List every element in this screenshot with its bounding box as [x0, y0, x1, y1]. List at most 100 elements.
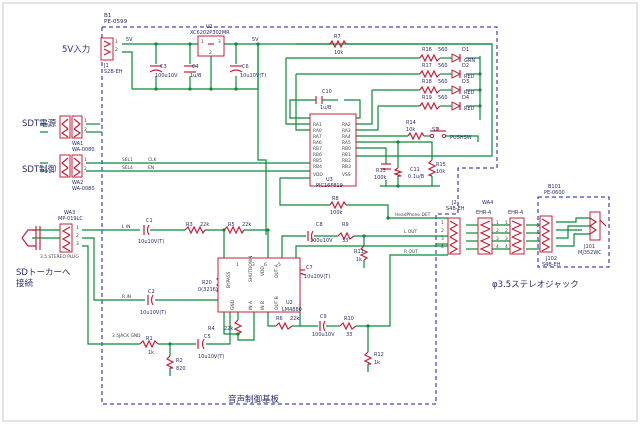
c7-value: 10u10V(T): [304, 274, 330, 280]
svg-text:1: 1: [84, 157, 87, 163]
net-l-in: L IN: [122, 224, 130, 230]
net-en: EN: [148, 165, 154, 171]
r7-value: 10k: [334, 50, 343, 56]
u1-ref: U1: [206, 24, 213, 30]
led-d1: [451, 53, 462, 63]
c9-value: 100u10V: [312, 332, 335, 338]
svg-text:2: 2: [505, 228, 508, 234]
svg-text:1: 1: [236, 262, 239, 268]
r2-value: 820: [176, 366, 186, 372]
svg-text:VDD: VDD: [313, 172, 323, 178]
svg-text:3: 3: [496, 236, 499, 242]
svg-text:1: 1: [84, 118, 87, 124]
net-5v-a: 5V: [126, 37, 133, 43]
r17-value: 560: [438, 63, 448, 69]
c6-value: 10u10V(T): [240, 73, 266, 79]
resistor-r8: [329, 200, 347, 210]
amplifier-u2-lm4880: 1 3 6 5 BYPASS SHUTDOWN VDD OUT A GND IN…: [217, 256, 301, 313]
svg-text:RA1: RA1: [313, 122, 322, 128]
net-r-out: R OUT: [404, 249, 418, 255]
regulator-u1: 1 3 2: [197, 35, 225, 57]
svg-text:IN A: IN A: [248, 301, 254, 310]
r20-value: 0(3216): [198, 287, 218, 293]
capacitor-c11: [381, 163, 391, 170]
wa3-ref: WA3: [64, 210, 75, 216]
svg-text:BYPASS: BYPASS: [226, 271, 232, 288]
j101-ref: J101: [583, 244, 595, 250]
r18-ref: R18: [422, 79, 432, 85]
d3-ref: D3: [462, 79, 469, 85]
j2-part: S4B-EH: [446, 206, 465, 212]
headphone-det-net: HeadPhone DET: [395, 212, 431, 218]
svg-text:2: 2: [115, 47, 118, 53]
svg-text:1: 1: [201, 39, 204, 45]
resistor-r3: [184, 225, 206, 235]
c7-ref: C7: [306, 265, 313, 271]
r15-ref: R15: [436, 162, 446, 168]
j102-part: S4B-EH: [542, 262, 561, 268]
svg-text:1: 1: [76, 225, 79, 231]
c5-ref: C5: [204, 334, 211, 340]
svg-text:3: 3: [441, 236, 444, 242]
svg-text:OUT A: OUT A: [274, 264, 280, 278]
r8-ref: R8: [332, 196, 339, 202]
svg-text:RA0: RA0: [313, 128, 322, 134]
u2-part: LM4880: [282, 307, 302, 313]
r14-value: 10k: [406, 127, 415, 133]
svg-text:RB0: RB0: [342, 146, 351, 152]
svg-text:RB1: RB1: [342, 152, 351, 158]
r19-ref: R19: [422, 95, 432, 101]
resistor-r13: [393, 167, 403, 177]
net-r-in: R IN: [122, 294, 131, 300]
wa1-ref: WA1: [72, 141, 83, 147]
svg-text:OUT B: OUT B: [274, 296, 280, 310]
j2-ref: J2: [451, 200, 457, 206]
j102-ref: J102: [545, 256, 557, 262]
svg-text:2: 2: [496, 228, 499, 234]
r3-value: 22k: [200, 222, 209, 228]
svg-text:RB2: RB2: [342, 158, 351, 164]
r13-value: 100k: [374, 175, 387, 181]
r14-ref: R14: [406, 120, 416, 126]
svg-text:RA2: RA2: [342, 122, 351, 128]
connector-j2: 1 2 3 4: [441, 217, 461, 255]
connector-j1: 1 2: [100, 37, 118, 61]
push-switch-s1: [429, 127, 447, 139]
c1-value: 10u10V(T): [138, 239, 164, 245]
wa4-left-part: EHR-4: [476, 210, 491, 216]
d4-color: RED: [464, 106, 475, 112]
c1-ref: C1: [146, 218, 153, 224]
sd-talker-label-2: 接続: [16, 278, 34, 289]
resistor-r17: [419, 69, 441, 79]
c4-ref: C4: [192, 64, 199, 70]
wa4-ref: WA4: [482, 200, 493, 206]
svg-text:RA4: RA4: [342, 134, 351, 140]
resistor-r12: [363, 351, 373, 365]
r10-ref: R10: [344, 316, 354, 322]
labels: B1 PE-0599 5V入力 J1 S2B-EH SDT電源 WA1 WA-0…: [16, 13, 602, 405]
r4-value: 22k: [224, 326, 233, 332]
wires: [32, 43, 590, 376]
resistor-r1: [139, 339, 159, 349]
r4-ref: R4: [208, 326, 215, 332]
c9-ref: C9: [320, 314, 327, 320]
capacitor-c10: [315, 96, 323, 104]
b101-part: PE-0600: [544, 190, 565, 196]
led-d4: [451, 101, 462, 111]
capacitor-c4: [184, 65, 196, 73]
svg-text:RA7: RA7: [313, 134, 322, 140]
r11-value: 1k: [356, 257, 362, 263]
capacitor-c6: [229, 65, 243, 73]
svg-text:2: 2: [209, 50, 212, 56]
resistor-r10: [339, 321, 357, 331]
c10-ref: C10: [322, 89, 332, 95]
resistor-r4: [233, 319, 243, 335]
net-clk: CLK: [148, 157, 157, 163]
input-5v-label: 5V入力: [62, 44, 90, 55]
r5-ref: R5: [228, 222, 235, 228]
resistor-r14: [407, 131, 425, 141]
svg-text:VDD: VDD: [260, 266, 266, 276]
